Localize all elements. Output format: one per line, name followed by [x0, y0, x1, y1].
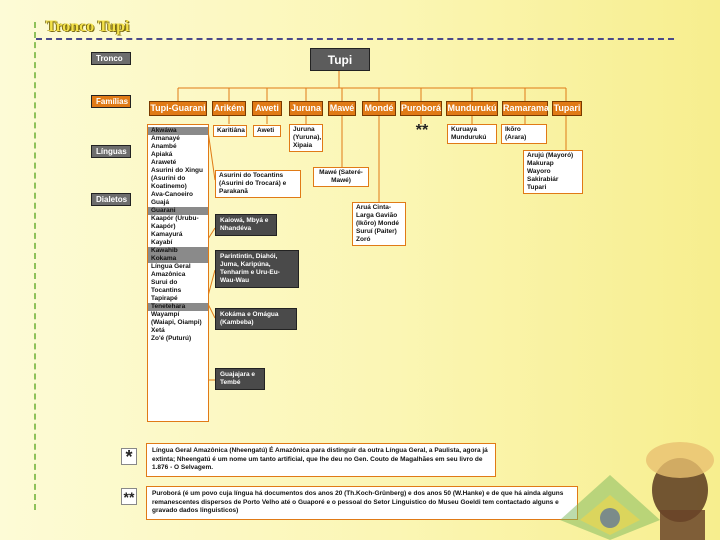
family-mawe: Mawé: [328, 101, 356, 116]
note-marker-1: *: [121, 448, 137, 466]
row-label-dialetos: Dialetos: [91, 193, 131, 206]
tg-language-item: Guarani: [148, 207, 208, 215]
family-tupi-guarani: Tupi-Guarani: [149, 101, 207, 116]
dialect-tenetehara: Guajajara e Tembé: [215, 368, 265, 390]
lang-arikem: Karitiâna: [213, 125, 247, 137]
tg-language-item: Xetá: [151, 327, 165, 334]
tg-language-item: Anambé: [151, 143, 177, 150]
row-label-familias: Famílias: [91, 95, 131, 108]
tg-language-item: Kamayurá: [151, 231, 183, 238]
dialect-guarani: Kaiowá, Mbyá e Nhandéva: [215, 214, 277, 236]
note-purobora: Puroborá (é um povo cuja língua há docum…: [146, 486, 578, 520]
lang-ramarama: Ikõro (Arara): [501, 124, 547, 144]
dialect-kawahib: Parintintin, Diahói, Juma, Karipúna, Ten…: [215, 250, 299, 288]
page-title: Tronco Tupi: [46, 18, 130, 35]
lang-juruna: Juruna (Yuruna), Xipaia: [289, 124, 323, 152]
tg-language-item: Kaapór (Urubu-Kaapór): [151, 215, 199, 230]
row-label-tronco: Tronco: [91, 52, 131, 65]
family-monde: Mondé: [362, 101, 396, 116]
note-marker-2: **: [121, 488, 137, 505]
decorative-flag-illustration: [560, 442, 714, 540]
tg-language-item: Wayampí (Waiapi, Oiampi): [151, 311, 202, 326]
note-lingua-geral: Língua Geral Amazônica (Nheengatú) É Ama…: [146, 443, 496, 477]
dialect-akwawa: Asurini do Tocantins (Asurini do Trocará…: [215, 170, 301, 198]
family-tupari: Tupari: [552, 101, 582, 116]
dialect-kokama: Kokáma e Omágua (Kambeba): [215, 308, 297, 330]
family-munduruku: Mundurukú: [446, 101, 498, 116]
lang-aweti: Aweti: [253, 125, 281, 137]
tg-language-item: Amanayé: [151, 135, 180, 142]
tg-language-item: Kokama: [148, 255, 208, 263]
family-arikem: Arikém: [212, 101, 246, 116]
tg-language-item: Língua Geral Amazônica: [151, 263, 191, 278]
tg-language-item: Akwáwa: [148, 127, 208, 135]
family-juruna: Juruna: [289, 101, 323, 116]
left-dashed-border: [34, 22, 36, 510]
family-purobora: Puroborá: [400, 101, 442, 116]
lang-purobora-mark: **: [415, 122, 429, 139]
tg-language-item: Guajá: [151, 199, 170, 206]
lang-tupari: Arujú (Mayoró) Makurap Wayoro Sakirabiár…: [523, 150, 583, 194]
tg-language-item: Araweté: [151, 159, 177, 166]
family-aweti: Aweti: [252, 101, 282, 116]
root-node-tupi: Tupi: [310, 48, 370, 71]
dialect-mawe: Mawé (Sateré-Mawé): [313, 167, 369, 187]
tg-language-item: Kayabí: [151, 239, 173, 246]
dialect-monde: Aruá Cinta-Larga Gavião (Ikõro) Mondé Su…: [352, 202, 406, 246]
tg-language-item: Kawahib: [148, 247, 208, 255]
tg-language-item: Surui do Tocantins: [151, 279, 182, 294]
title-underline: [36, 38, 674, 40]
tg-language-item: Ava-Canoeiro: [151, 191, 194, 198]
row-label-linguas: Línguas: [91, 145, 131, 158]
tg-language-item: Apiaká: [151, 151, 173, 158]
tg-language-item: Tenetehara: [148, 303, 208, 311]
lang-munduruku: Kuruaya Mundurukú: [447, 124, 497, 144]
tg-language-item: Asurini do Xingu (Asurini do Koatinemo): [151, 167, 203, 190]
tg-language-item: Zo'é (Puturú): [151, 335, 192, 342]
tg-language-item: Tapirapé: [151, 295, 178, 302]
family-ramarama: Ramarama: [502, 101, 549, 116]
